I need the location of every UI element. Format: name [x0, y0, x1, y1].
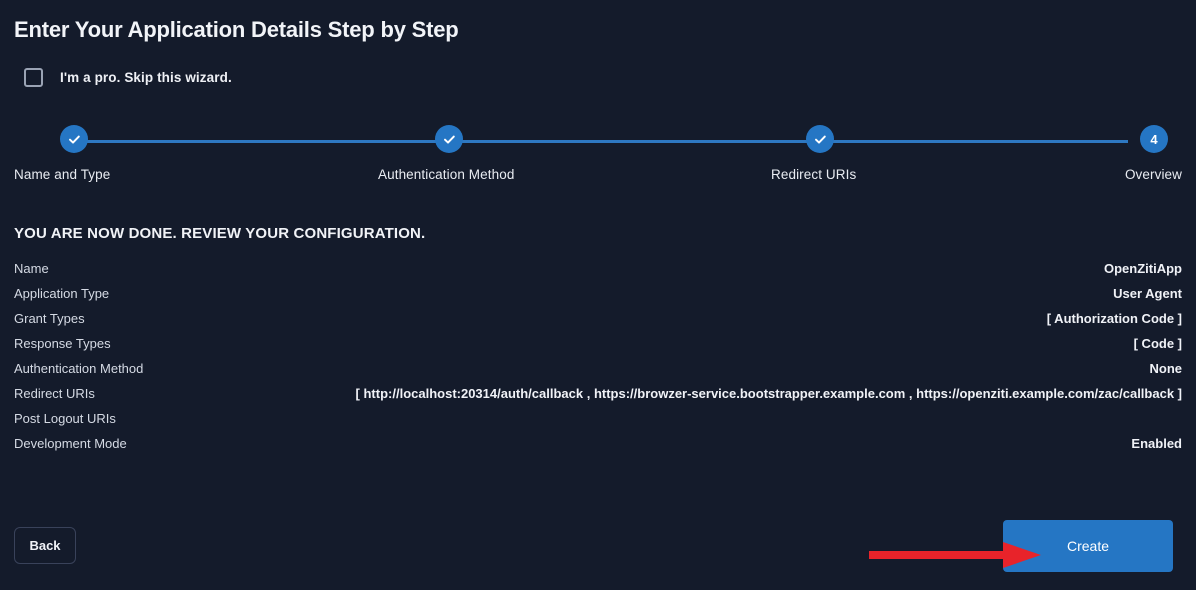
table-row: Response Types [ Code ]: [14, 336, 1182, 361]
table-row: Name OpenZitiApp: [14, 261, 1182, 286]
summary-value: Enabled: [1131, 436, 1182, 451]
table-row: Grant Types [ Authorization Code ]: [14, 311, 1182, 336]
summary-value: User Agent: [1113, 286, 1182, 301]
table-row: Application Type User Agent: [14, 286, 1182, 311]
skip-wizard-checkbox[interactable]: [24, 68, 43, 87]
table-row: Authentication Method None: [14, 361, 1182, 386]
summary-key: Authentication Method: [14, 361, 144, 376]
stepper-node-4[interactable]: 4: [1140, 125, 1168, 153]
skip-wizard-label: I'm a pro. Skip this wizard.: [60, 70, 232, 85]
summary-key: Grant Types: [14, 311, 85, 326]
summary-key: Name: [14, 261, 49, 276]
summary-key: Development Mode: [14, 436, 127, 451]
create-button[interactable]: Create: [1003, 520, 1173, 572]
check-icon: [442, 132, 457, 147]
stepper-labels: Name and Type Authentication Method Redi…: [14, 167, 1182, 189]
configuration-summary: Name OpenZitiApp Application Type User A…: [14, 261, 1182, 461]
stepper-label-overview[interactable]: Overview: [1124, 167, 1182, 182]
summary-value: [ Code ]: [1133, 336, 1182, 351]
summary-value: None: [1149, 361, 1183, 376]
table-row: Post Logout URIs: [14, 411, 1182, 436]
stepper-number-4: 4: [1150, 131, 1158, 147]
summary-value: [ http://localhost:20314/auth/callback ,…: [355, 386, 1182, 401]
summary-value: OpenZitiApp: [1104, 261, 1182, 276]
stepper-label-name-and-type[interactable]: Name and Type: [14, 167, 111, 182]
summary-value: [ Authorization Code ]: [1046, 311, 1182, 326]
stepper-node-1[interactable]: [60, 125, 88, 153]
summary-key: Redirect URIs: [14, 386, 95, 401]
stepper-track: [74, 140, 1128, 143]
skip-wizard-row[interactable]: I'm a pro. Skip this wizard.: [14, 68, 232, 87]
summary-key: Response Types: [14, 336, 111, 351]
stepper-node-3[interactable]: [806, 125, 834, 153]
stepper-label-authentication-method[interactable]: Authentication Method: [378, 167, 515, 182]
summary-key: Post Logout URIs: [14, 411, 116, 426]
back-button[interactable]: Back: [14, 527, 76, 564]
review-heading: YOU ARE NOW DONE. REVIEW YOUR CONFIGURAT…: [14, 225, 426, 242]
wizard-stepper: 4: [14, 125, 1182, 159]
check-icon: [67, 132, 82, 147]
stepper-node-2[interactable]: [435, 125, 463, 153]
summary-key: Application Type: [14, 286, 110, 301]
table-row: Development Mode Enabled: [14, 436, 1182, 461]
wizard-footer: Back Create: [14, 520, 1182, 572]
table-row: Redirect URIs [ http://localhost:20314/a…: [14, 386, 1182, 411]
stepper-label-redirect-uris[interactable]: Redirect URIs: [771, 167, 857, 182]
page-title: Enter Your Application Details Step by S…: [14, 17, 459, 42]
check-icon: [813, 132, 828, 147]
